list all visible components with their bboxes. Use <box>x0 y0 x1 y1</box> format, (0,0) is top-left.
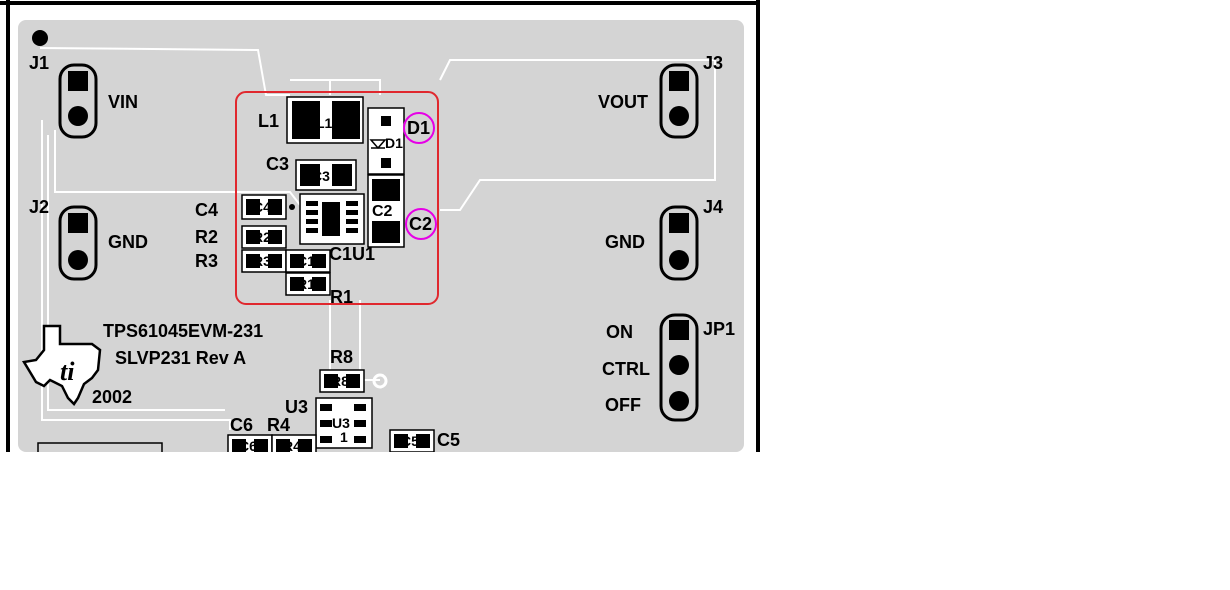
board-doc-number: SLVP231 Rev A <box>115 348 246 368</box>
component-d1[interactable] <box>367 107 405 175</box>
component-r8[interactable] <box>319 369 388 393</box>
c3-body-label: C3 <box>312 168 330 184</box>
j2-label: J2 <box>29 197 49 217</box>
jp1-on-label: ON <box>606 322 633 342</box>
r2-refdes: R2 <box>195 227 218 247</box>
c5-body-label: C5 <box>401 433 419 449</box>
r8-refdes: R8 <box>330 347 353 367</box>
component-c1[interactable] <box>285 249 331 273</box>
fiducial <box>32 30 48 46</box>
component-r3[interactable] <box>241 249 287 273</box>
component-u3[interactable] <box>315 397 373 449</box>
jp1-label: JP1 <box>703 319 735 339</box>
l1-refdes: L1 <box>258 111 279 131</box>
r3-body-label: R3 <box>253 253 271 269</box>
component-l1[interactable] <box>286 96 364 144</box>
j3-label: J3 <box>703 53 723 73</box>
d1-body-label: D1 <box>385 135 403 151</box>
jp1-ctrl-label: CTRL <box>602 359 650 379</box>
u3-pin1-label: 1 <box>340 429 348 445</box>
c3-refdes: C3 <box>266 154 289 174</box>
l1-body-label: L1 <box>316 115 333 131</box>
r8-body-label: R8 <box>331 373 349 389</box>
component-r2[interactable] <box>241 225 287 249</box>
u3-body-label: U3 <box>332 415 350 431</box>
c1u1-refdes: C1U1 <box>329 244 375 264</box>
r1-refdes: R1 <box>330 287 353 307</box>
connector-j2[interactable] <box>58 205 98 281</box>
jp1-off-label: OFF <box>605 395 641 415</box>
component-u1[interactable] <box>289 193 365 245</box>
c4-body-label: C4 <box>253 199 271 215</box>
d1-marker-circle <box>403 112 435 144</box>
vin-label: VIN <box>108 92 138 112</box>
component-r1[interactable] <box>285 272 331 296</box>
connector-j4[interactable] <box>659 205 699 281</box>
traces <box>39 47 716 430</box>
c2-marker-circle <box>405 208 437 240</box>
d1-refdes: D1 <box>407 118 430 138</box>
board-title: TPS61045EVM-231 <box>103 321 263 341</box>
r2-body-label: R2 <box>253 229 271 245</box>
c2-refdes: C2 <box>409 214 432 234</box>
component-c2[interactable] <box>367 174 405 248</box>
component-c3[interactable] <box>295 159 357 191</box>
gnd-label-right: GND <box>605 232 645 252</box>
j4-label: J4 <box>703 197 723 217</box>
connector-j3[interactable] <box>659 63 699 139</box>
c6-refdes: C6 <box>230 415 253 435</box>
r3-refdes: R3 <box>195 251 218 271</box>
r4-refdes: R4 <box>267 415 290 435</box>
highlight-box <box>235 91 439 305</box>
jumper-jp1[interactable] <box>659 313 699 422</box>
j1-label: J1 <box>29 53 49 73</box>
c1-body-label: C1 <box>297 253 315 269</box>
c4-refdes: C4 <box>195 200 218 220</box>
c5-refdes: C5 <box>437 430 460 450</box>
u3-refdes: U3 <box>285 397 308 417</box>
vout-label: VOUT <box>598 92 648 112</box>
component-r4[interactable] <box>271 434 317 456</box>
page-whitespace <box>0 452 1230 590</box>
component-c5[interactable] <box>389 429 435 453</box>
board-year: 2002 <box>92 387 132 407</box>
r4-body-label: R4 <box>283 438 301 454</box>
component-c4[interactable] <box>241 194 287 220</box>
ti-logo: ti <box>21 324 102 406</box>
gnd-label-left: GND <box>108 232 148 252</box>
ti-logo-text: ti <box>60 357 75 386</box>
r1-body-label: R1 <box>297 276 315 292</box>
c6-body-label: C6 <box>239 438 257 454</box>
connector-j1[interactable] <box>58 63 98 139</box>
c2-body-label: C2 <box>372 203 393 220</box>
